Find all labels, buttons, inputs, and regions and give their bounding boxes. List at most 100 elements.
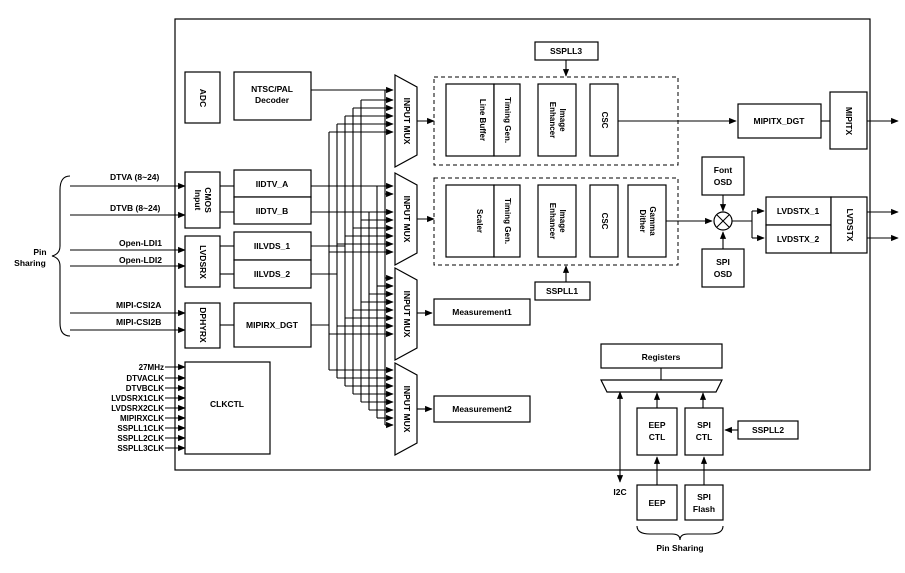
pin-sharing-bottom-brace — [636, 525, 724, 541]
scaler-label: Scaler — [475, 209, 484, 233]
iilvds-1-label: IILVDS_1 — [254, 241, 290, 251]
sspll1-label: SSPLL1 — [546, 286, 578, 296]
signal-open-ldi1: Open-LDI1 — [119, 238, 162, 248]
measurement1-label: Measurement1 — [452, 307, 512, 317]
signal-mipi-csi2b: MIPI-CSI2B — [116, 317, 161, 327]
timing-gen-upper-block — [493, 83, 521, 157]
lvdsrx-label: LVDSRX — [198, 245, 208, 279]
clock-input-lines — [165, 363, 186, 452]
pin-sharing-label-2: Sharing — [14, 258, 46, 268]
sspll2-label: SSPLL2 — [752, 425, 784, 435]
line-buffer-block — [445, 83, 495, 157]
lvdstx-label: LVDSTX — [845, 209, 855, 242]
clock-dtvbclk: DTVBCLK — [126, 384, 164, 393]
svg-text:INPUT MUX: INPUT MUX — [402, 386, 412, 433]
spi-osd-label-2: OSD — [714, 269, 732, 279]
eep-label: EEP — [648, 498, 665, 508]
cmos-input-block — [184, 171, 221, 229]
mux-output-lines — [417, 117, 435, 413]
cmos-label-1: CMOS — [203, 187, 213, 213]
signal-open-ldi2: Open-LDI2 — [119, 255, 162, 265]
svg-text:INPUT MUX: INPUT MUX — [402, 98, 412, 145]
gamma-dither-label-1: Gamma — [648, 206, 657, 236]
eep-ctl-block — [636, 407, 678, 456]
input-mux-4: INPUT MUX — [394, 361, 418, 457]
lvdstx-block — [830, 196, 868, 254]
ntsc-label-2: Decoder — [255, 95, 290, 105]
ntsc-pal-decoder-block — [233, 71, 312, 121]
i2c-label: I2C — [613, 487, 626, 497]
dphyrx-block — [184, 302, 221, 349]
measurement2-label: Measurement2 — [452, 404, 512, 414]
image-enhancer-lower-block — [537, 184, 577, 258]
registers-block — [600, 343, 723, 369]
input-signal-lines — [70, 182, 186, 334]
iilvds-2-block — [233, 259, 312, 289]
signal-dtvb: DTVB (8~24) — [110, 203, 160, 213]
pin-sharing-label-1: Pin — [33, 247, 46, 257]
scaler-block — [445, 184, 495, 258]
clock-lvdsrx2clk: LVDSRX2CLK — [111, 404, 164, 413]
spi-flash-label-1: SPI — [697, 492, 711, 502]
register-bus-mux — [600, 379, 723, 393]
image-enhancer-upper-label-1: Image — [558, 108, 567, 132]
timing-gen-lower-block — [493, 184, 521, 258]
clock-sspll3clk: SSPLL3CLK — [117, 444, 164, 453]
image-enhancer-lower-label-2: Enhancer — [548, 203, 557, 239]
measurement1-block — [433, 298, 531, 326]
clock-mipirxclk: MIPIRXCLK — [120, 414, 164, 423]
clock-sspll2clk: SSPLL2CLK — [117, 434, 164, 443]
spi-osd-block — [701, 248, 745, 288]
timing-gen-lower-label: Timing Gen. — [503, 198, 512, 244]
font-osd-block — [701, 156, 745, 196]
pin-sharing-brace — [51, 175, 71, 337]
csc-lower-block — [589, 184, 619, 258]
eep-ctl-label-2: CTL — [649, 432, 666, 442]
input-mux-1: INPUT MUX — [394, 73, 418, 169]
mipitx-block — [829, 91, 868, 150]
clkctl-block — [184, 361, 271, 455]
gamma-dither-label-2: Dither — [638, 209, 647, 232]
csc-lower-label: CSC — [600, 213, 609, 230]
svg-text:INPUT MUX: INPUT MUX — [402, 291, 412, 338]
svg-text:INPUT MUX: INPUT MUX — [402, 196, 412, 243]
csc-upper-label: CSC — [600, 112, 609, 129]
eep-ctl-label-1: EEP — [648, 420, 665, 430]
clock-dtvaclk: DTVACLK — [126, 374, 164, 383]
lvdstx-2-label: LVDSTX_2 — [777, 234, 820, 244]
input-mux-3: INPUT MUX — [394, 266, 418, 362]
dphyrx-label: DPHYRX — [198, 307, 208, 343]
adc-label: ADC — [198, 89, 208, 107]
csc-upper-block — [589, 83, 619, 157]
gamma-dither-block — [627, 184, 667, 258]
lvdstx-1-label: LVDSTX_1 — [777, 206, 820, 216]
spi-ctl-label-1: SPI — [697, 420, 711, 430]
line-buffer-label: Line Buffer — [478, 99, 487, 141]
image-enhancer-upper-block — [537, 83, 577, 157]
timing-gen-upper-label: Timing Gen. — [503, 97, 512, 143]
sspll3-label: SSPLL3 — [550, 46, 582, 56]
eep-block — [636, 484, 678, 521]
spi-ctl-block — [684, 407, 724, 456]
font-osd-label-2: OSD — [714, 177, 732, 187]
sspll1-block — [534, 281, 591, 301]
lvdstx-2-block — [765, 224, 832, 254]
pin-sharing-bottom-label: Pin Sharing — [656, 543, 703, 553]
spi-osd-label-1: SPI — [716, 257, 730, 267]
adc-block — [184, 71, 221, 124]
mipitx-dgt-label: MIPITX_DGT — [753, 116, 805, 126]
chip-boundary — [174, 18, 871, 471]
clock-27mhz: 27MHz — [139, 363, 164, 372]
mipitx-label: MIPITX — [844, 107, 854, 136]
mux-routing-lines — [311, 86, 394, 429]
image-enhancer-lower-label-1: Image — [558, 209, 567, 233]
signal-dtva: DTVA (8~24) — [110, 172, 160, 182]
measurement2-block — [433, 395, 531, 423]
cmos-label-2: Input — [193, 190, 203, 211]
iidtv-a-label: IIDTV_A — [256, 179, 289, 189]
clock-lvdsrx1clk: LVDSRX1CLK — [111, 394, 164, 403]
iilvds-1-block — [233, 231, 312, 261]
registers-label: Registers — [642, 352, 681, 362]
